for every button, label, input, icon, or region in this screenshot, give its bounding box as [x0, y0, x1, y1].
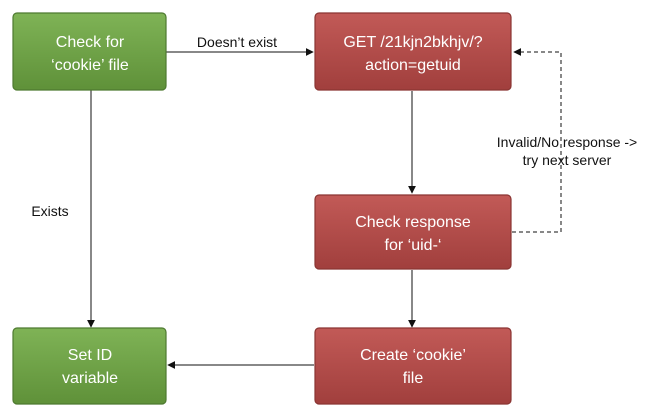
svg-text:GET /21kjn2bkhjv/?: GET /21kjn2bkhjv/?	[343, 34, 482, 51]
node-set-id: Set ID variable	[12, 327, 167, 405]
svg-text:variable: variable	[62, 370, 118, 387]
svg-text:Set ID: Set ID	[68, 347, 112, 364]
edge-label-retry-line1: Invalid/No response ->	[497, 134, 637, 150]
svg-text:Check for: Check for	[56, 34, 125, 51]
node-check-response: Check response for ‘uid-‘	[314, 194, 512, 270]
edge-label-exists: Exists	[31, 203, 68, 219]
svg-text:action=getuid: action=getuid	[365, 57, 461, 74]
svg-text:file: file	[403, 370, 424, 387]
svg-text:‘cookie’ file: ‘cookie’ file	[51, 57, 129, 74]
svg-text:for ‘uid-‘: for ‘uid-‘	[385, 237, 442, 254]
node-check-cookie: Check for ‘cookie’ file	[12, 12, 167, 91]
svg-text:Create ‘cookie’: Create ‘cookie’	[360, 347, 466, 364]
edge-label-retry-line2: try next server	[523, 152, 612, 168]
svg-text:Check response: Check response	[355, 214, 471, 231]
node-get-request: GET /21kjn2bkhjv/? action=getuid	[314, 12, 512, 91]
edge-label-doesnt-exist: Doesn’t exist	[197, 34, 277, 50]
node-create-cookie: Create ‘cookie’ file	[314, 327, 512, 405]
edge-retry-dashed	[512, 48, 562, 233]
